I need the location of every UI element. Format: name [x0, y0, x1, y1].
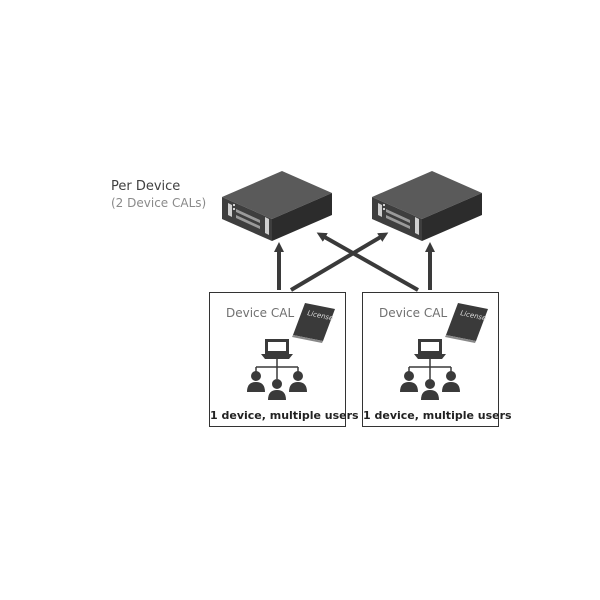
- user-icon: [421, 379, 439, 400]
- arrow-left-box-to-right-server: [289, 232, 389, 292]
- diagram-title: Per Device: [111, 179, 181, 194]
- device-users-group: [400, 339, 460, 400]
- user-icon: [442, 371, 460, 392]
- device-caption: 1 device, multiple users: [363, 409, 512, 422]
- arrow-right-box-to-left-server: [316, 232, 419, 292]
- user-icon: [400, 371, 418, 392]
- license-book-icon: License: [292, 303, 335, 343]
- server-icon: [222, 171, 332, 241]
- diagram-subtitle: (2 Device CALs): [111, 196, 207, 210]
- device-cal-box: Device CAL License 1 device, multiple us…: [362, 292, 512, 427]
- user-icon: [247, 371, 265, 392]
- device-caption: 1 device, multiple users: [210, 409, 359, 422]
- laptop-icon: [414, 339, 446, 359]
- device-cal-label: Device CAL: [379, 306, 448, 320]
- device-cal-box: Device CAL License 1 device, multiple us…: [209, 292, 359, 427]
- user-icon: [268, 379, 286, 400]
- device-users-group: [247, 339, 307, 400]
- server-icon: [372, 171, 482, 241]
- laptop-icon: [261, 339, 293, 359]
- user-icon: [289, 371, 307, 392]
- device-cal-label: Device CAL: [226, 306, 295, 320]
- license-book-icon: License: [445, 303, 488, 343]
